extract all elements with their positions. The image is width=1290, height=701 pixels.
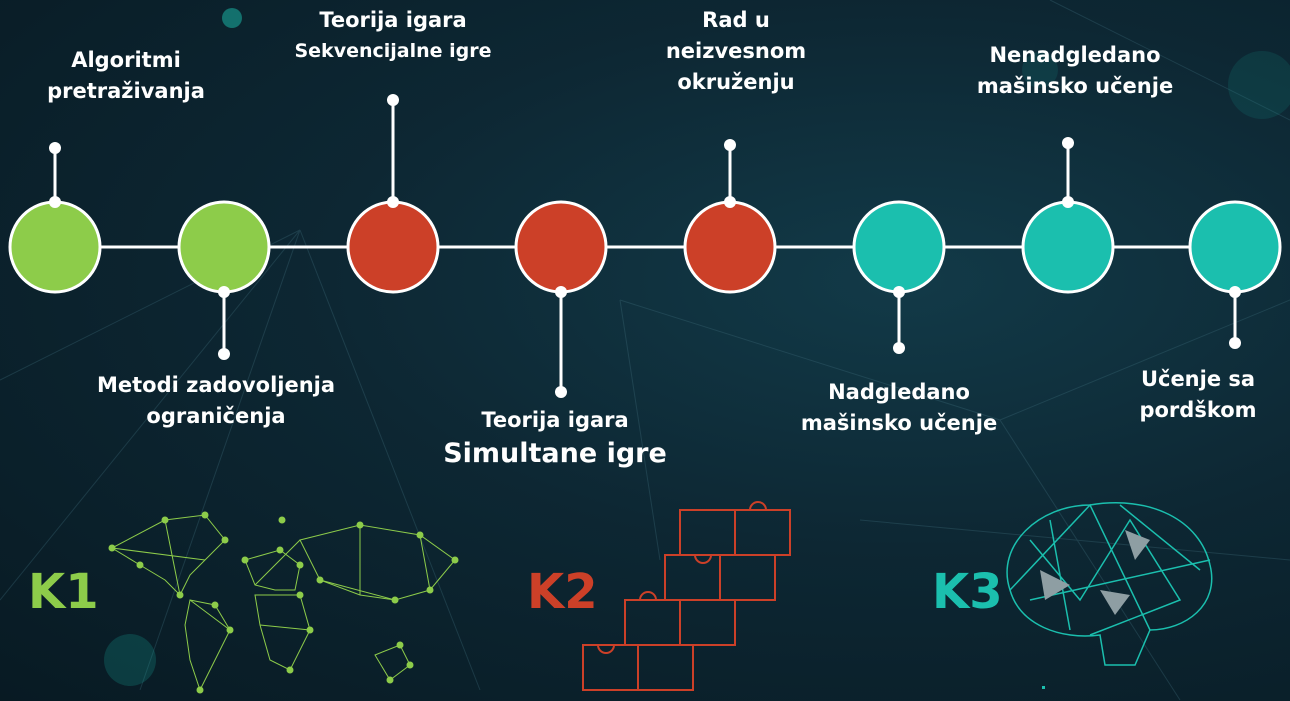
connector-end-dot-n8 [1229, 337, 1241, 349]
connector-dot-n4 [555, 286, 567, 298]
connector-dot-n8 [1229, 286, 1241, 298]
connector-dot-n5 [724, 196, 736, 208]
node-label-line: neizvesnom [665, 39, 807, 63]
timeline-node-n3 [346, 200, 440, 294]
connector-end-dot-n4 [555, 386, 567, 398]
node-label-n1: Algoritmi pretraživanja [47, 45, 205, 107]
node-label-line: Algoritmi [71, 48, 181, 72]
connector-end-dot-n3 [387, 94, 399, 106]
node-label-line: pordškom [1139, 398, 1257, 422]
node-label-line: mašinsko učenje [800, 411, 998, 435]
timeline-node-n6 [852, 200, 946, 294]
timeline-node-n8 [1188, 200, 1282, 294]
connector-dot-n3 [387, 196, 399, 208]
node-label-line: Učenje sa [1140, 367, 1256, 391]
timeline-node-n2 [177, 200, 271, 294]
background-glows [104, 8, 1290, 686]
timeline-nodes [8, 94, 1282, 398]
world-map-network-icon [108, 511, 459, 694]
connector-dot-n2 [218, 286, 230, 298]
puzzle-pieces-icon [582, 501, 791, 691]
node-label-line: Teorija igara [319, 8, 467, 32]
node-label-n7: Nenadgledano mašinsko učenje [977, 40, 1173, 102]
category-label-k2: K2 [527, 564, 598, 620]
timeline-node-n7 [1021, 200, 1115, 294]
timeline-node-n4 [514, 200, 608, 294]
category-label-k3: K3 [932, 564, 1003, 620]
node-label-n8: Učenje sa pordškom [1139, 364, 1256, 426]
node-label-n2: Metodi zadovoljenja ograničenja [97, 370, 335, 432]
connector-end-dot-n1 [49, 142, 61, 154]
node-label-line: Nadgledano [828, 380, 970, 404]
connectors [53, 100, 1237, 392]
connector-dot-n6 [893, 286, 905, 298]
node-label-line: pretraživanja [47, 79, 205, 103]
node-label-line: Simultane igre [443, 438, 667, 469]
connector-dot-n7 [1062, 196, 1074, 208]
category-label-k1: K1 [28, 564, 99, 620]
connector-end-dot-n2 [218, 348, 230, 360]
timeline-node-n5 [683, 200, 777, 294]
node-label-line: Rad u [702, 8, 770, 32]
timeline-node-n1 [8, 200, 102, 294]
node-label-line: okruženju [677, 70, 795, 94]
node-label-n5: Rad u neizvesnom okruženju [666, 5, 806, 98]
node-label-line: mašinsko učenje [976, 74, 1174, 98]
node-label-n6: Nadgledano mašinsko učenje [801, 377, 997, 439]
connector-end-dot-n6 [893, 342, 905, 354]
node-label-line: Nenadgledano [989, 43, 1161, 67]
node-label-line: Teorija igara [481, 408, 629, 432]
small-dot [1042, 686, 1045, 689]
node-label-line: ograničenja [146, 404, 286, 428]
connector-end-dot-n5 [724, 139, 736, 151]
brain-network-icon [1006, 502, 1213, 666]
connector-end-dot-n7 [1062, 137, 1074, 149]
node-label-line: Sekvencijalne igre [294, 40, 492, 62]
connector-dot-n1 [49, 196, 61, 208]
node-label-line: Metodi zadovoljenja [96, 373, 336, 397]
